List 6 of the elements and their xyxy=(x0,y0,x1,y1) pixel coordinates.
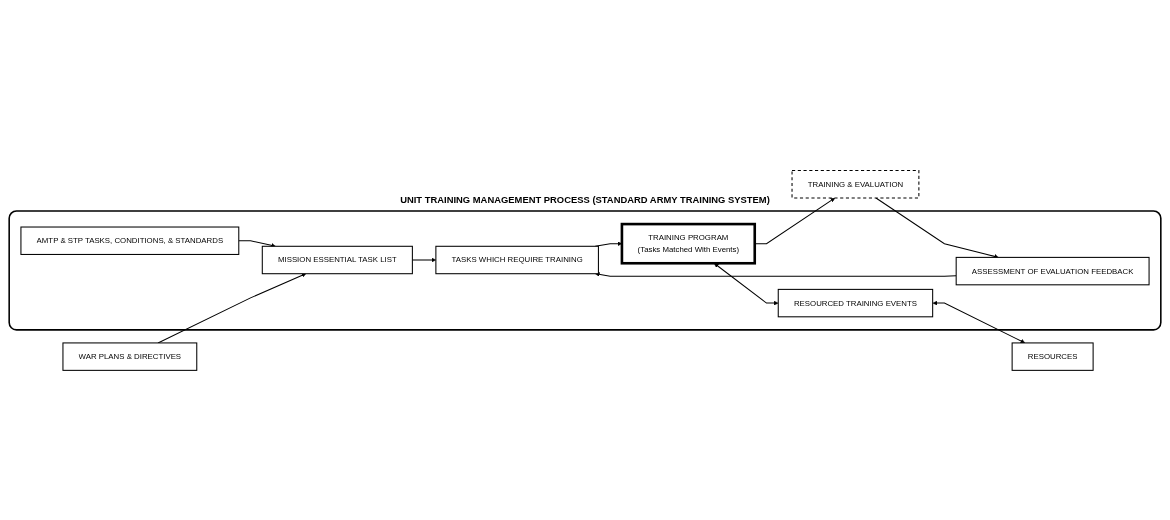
arrow xyxy=(595,272,957,277)
arrow xyxy=(875,197,999,259)
arrow xyxy=(932,300,1026,344)
arrow xyxy=(754,197,836,245)
arrow xyxy=(714,263,779,306)
arrow xyxy=(238,240,276,248)
